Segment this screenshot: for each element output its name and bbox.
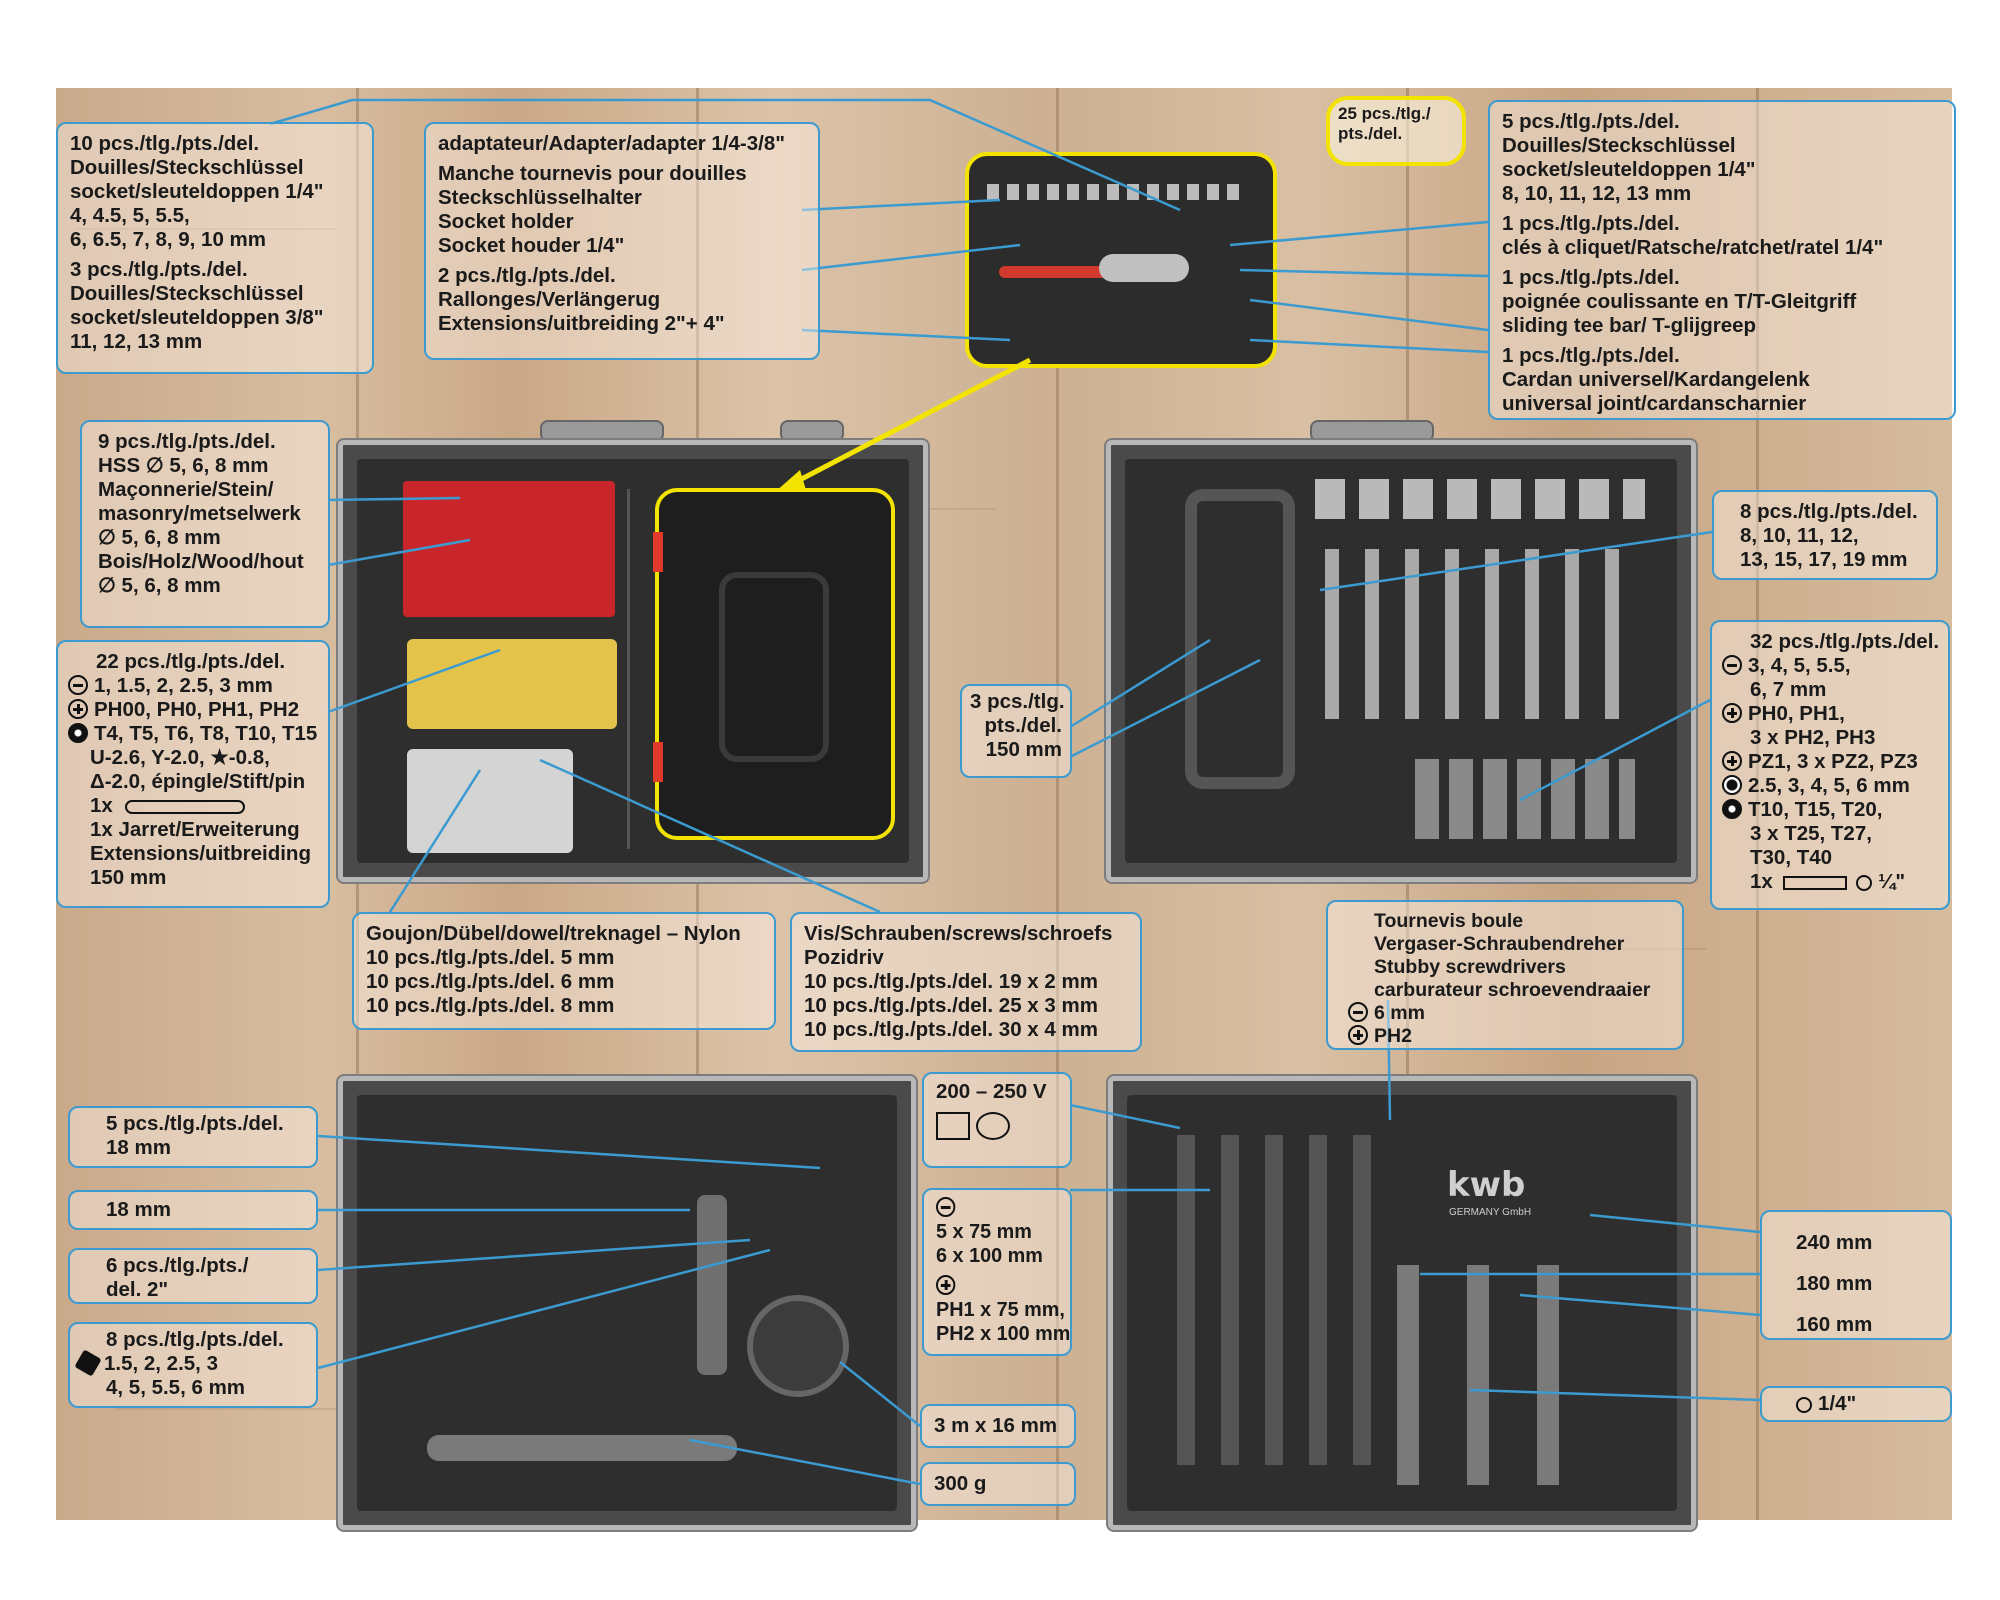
bit-set-box [407, 639, 617, 729]
set-count-badge [1326, 96, 1466, 166]
drill-bit-set [403, 481, 615, 617]
screwdriver-set [1177, 1135, 1397, 1465]
torx-icon [1722, 799, 1742, 819]
hammer [427, 1435, 737, 1461]
callout-cutter: 18 mm [68, 1190, 318, 1230]
utility-knife [697, 1195, 727, 1375]
callout-hammer: 300 g [920, 1462, 1076, 1506]
phillips-icon [1722, 703, 1742, 723]
hex-key-icon [74, 1349, 102, 1377]
torx-icon [68, 723, 88, 743]
callout-tape: 3 m x 16 mm [920, 1404, 1076, 1448]
slotted-icon [1348, 1002, 1368, 1022]
spanner-set [1325, 549, 1625, 719]
callout-spanners: 8 pcs./tlg./pts./del.8, 10, 11, 12, 13, … [1712, 490, 1938, 580]
callout-bits: 22 pcs./tlg./pts./del. 1, 1.5, 2, 2.5, 3… [56, 640, 330, 908]
tape-measure [747, 1295, 849, 1397]
bit-holder-icon [1782, 875, 1847, 890]
case-top-left [338, 440, 928, 882]
socket-adapter-icon [1856, 875, 1873, 891]
callout-tester: 200 – 250 V [922, 1072, 1072, 1168]
pliers-set [1397, 1265, 1607, 1485]
phillips-icon [1348, 1025, 1368, 1045]
callout-saw: 3 pcs./tlg.pts./del. 150 mm [960, 684, 1072, 778]
hex-bit-icon [1722, 775, 1742, 795]
safety-marks-icon [936, 1112, 1058, 1140]
pozidriv-icon [1722, 751, 1742, 771]
callout-adapter: adaptateur/Adapter/adapter 1/4-3/8" Manc… [424, 122, 820, 360]
phillips-icon [68, 699, 88, 719]
callout-bits32: 32 pcs./tlg./pts./del. 3, 4, 5, 5.5, 6, … [1710, 620, 1950, 910]
slotted-icon [68, 675, 88, 695]
socket-set-case-highlight [653, 488, 895, 840]
case-bottom-right: kwb GERMANY GmbH [1108, 1076, 1696, 1530]
callout-hexkeys: 8 pcs./tlg./pts./del. 1.5, 2, 2.5, 3 4, … [68, 1322, 318, 1408]
slotted-icon [936, 1197, 956, 1217]
callout-adapter14: 1/4" [1760, 1386, 1952, 1422]
phillips-icon [936, 1275, 956, 1295]
case-bottom-left [338, 1076, 916, 1530]
callout-set-count: 25 pcs./tlg./pts./del. [1338, 104, 1431, 143]
callout-clamps: 5 pcs./tlg./pts./del.18 mm [68, 1106, 318, 1168]
case-top-right [1106, 440, 1696, 882]
dowel-box [407, 749, 573, 853]
hacksaw [1185, 489, 1295, 789]
kwb-logo: kwb [1447, 1165, 1526, 1205]
callout-sockets-right: 5 pcs./tlg./pts./del.Douilles/Steckschlü… [1488, 100, 1956, 420]
slotted-icon [1722, 655, 1742, 675]
screwdriver-handle-icon [124, 799, 245, 814]
callout-drills: 9 pcs./tlg./pts./del.HSS ∅ 5, 6, 8 mm Ma… [80, 420, 330, 628]
socket-adapter-icon [1796, 1397, 1812, 1413]
callout-sockets-small: 10 pcs./tlg./pts./del.Douilles/Steckschl… [56, 122, 374, 374]
callout-clamps2: 6 pcs./tlg./pts./del. 2" [68, 1248, 318, 1304]
socket-set-open-highlight [965, 152, 1277, 368]
